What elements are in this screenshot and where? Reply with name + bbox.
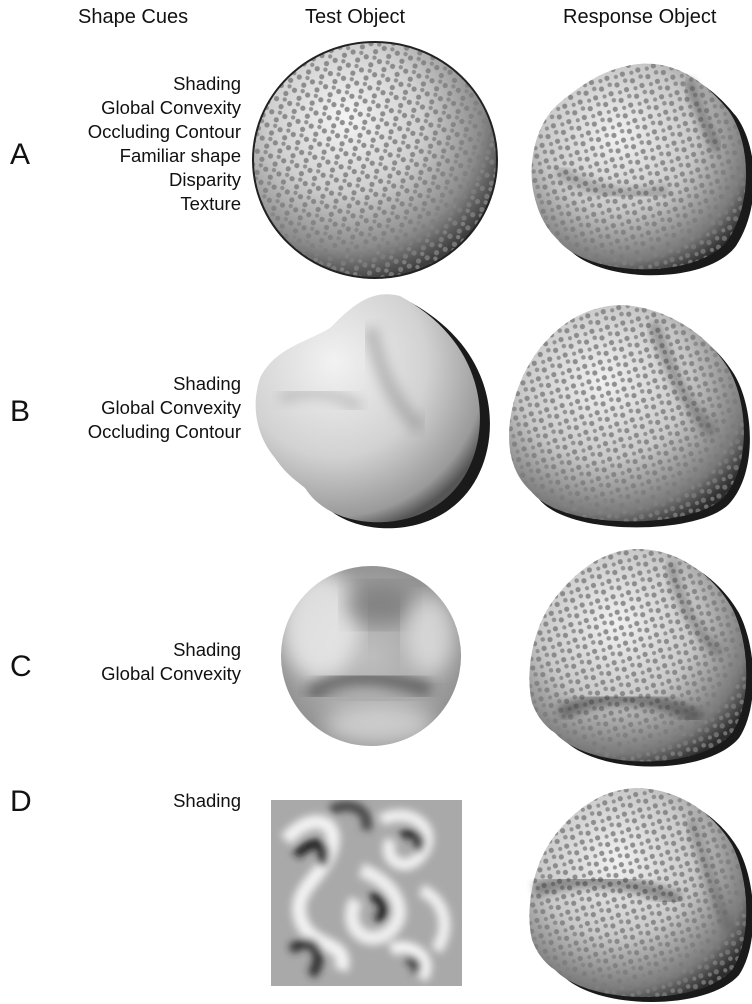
header-response-object: Response Object bbox=[563, 6, 717, 28]
cue-label: Familiar shape bbox=[119, 145, 241, 166]
cue-label: Global Convexity bbox=[101, 97, 241, 118]
cue-label: Shading bbox=[173, 373, 241, 394]
row-letter-d: D bbox=[10, 785, 32, 818]
cue-label: Disparity bbox=[169, 169, 241, 190]
cue-label: Shading bbox=[173, 639, 241, 660]
cue-label: Shading bbox=[173, 790, 241, 811]
cue-label: Texture bbox=[180, 193, 241, 214]
cue-label: Global Convexity bbox=[101, 663, 241, 684]
cue-list-d: Shading bbox=[1, 789, 241, 813]
cue-label: Global Convexity bbox=[101, 397, 241, 418]
row-letter-a: A bbox=[10, 138, 31, 171]
test-object-d-shading-patch bbox=[271, 800, 462, 986]
response-object-d bbox=[520, 780, 752, 1004]
cue-label: Occluding Contour bbox=[87, 421, 241, 442]
cue-list-b: Shading Global Convexity Occluding Conto… bbox=[1, 372, 241, 444]
test-object-a-textured-sphere bbox=[250, 40, 500, 280]
test-object-b-smooth-blob bbox=[250, 288, 495, 533]
cue-list-a: Shading Global Convexity Occluding Conto… bbox=[1, 72, 241, 216]
cue-label: Occluding Contour bbox=[87, 121, 241, 142]
row-letter-c: C bbox=[10, 650, 32, 683]
response-object-b bbox=[503, 293, 752, 533]
header-shape-cues: Shape Cues bbox=[78, 6, 189, 28]
response-object-c bbox=[520, 543, 752, 771]
cue-list-c: Shading Global Convexity bbox=[1, 638, 241, 686]
row-letter-b: B bbox=[10, 395, 31, 428]
header-test-object: Test Object bbox=[305, 6, 406, 28]
test-object-c-shaded-disc bbox=[280, 565, 462, 747]
cue-label: Shading bbox=[173, 73, 241, 94]
response-object-a bbox=[518, 40, 752, 280]
